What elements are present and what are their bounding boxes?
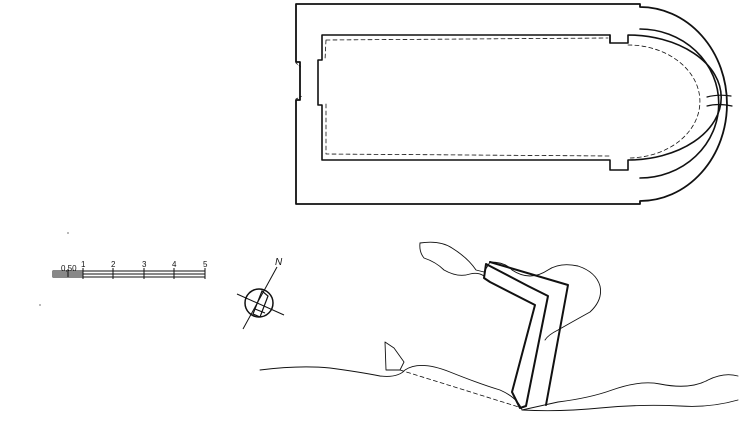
scale-label-2: 2: [111, 260, 116, 269]
apse-inner-arc: [639, 28, 720, 179]
ruin-dashed-line: [399, 369, 523, 409]
church-outer-wall: [295, 3, 728, 205]
north-label: N: [275, 257, 283, 268]
l-shaped-wall: [483, 263, 549, 409]
terrain-contour-top: [419, 241, 601, 341]
rock-fragment: [384, 341, 405, 371]
terrain-contour-left: [419, 242, 485, 277]
scale-bar: 0,50 1 2 3 4 5: [52, 260, 208, 279]
scale-label-050: 0,50: [61, 264, 77, 273]
north-arrow-axis: [242, 266, 278, 330]
north-arrow-circle: [244, 288, 274, 318]
terrain-contour-bottom: [259, 365, 739, 411]
north-arrow: N: [236, 257, 285, 330]
scale-bar-ticks: [67, 268, 206, 279]
scale-label-5: 5: [203, 260, 208, 269]
l-shaped-wall-outer: [489, 261, 569, 406]
north-arrow-needle: [252, 290, 269, 318]
church-plan: [295, 3, 733, 205]
church-inner-wall: [317, 34, 722, 171]
terrain-contour-bottom2: [521, 399, 739, 412]
west-door-dashes: [295, 62, 303, 100]
scale-label-1: 1: [81, 260, 86, 269]
church-dashed-outline: [324, 37, 701, 159]
scale-label-3: 3: [142, 260, 147, 269]
apse-door: [706, 94, 733, 107]
north-arrow-cross: [236, 293, 285, 316]
ruin-plan: [39, 232, 739, 412]
scale-label-4: 4: [172, 260, 177, 269]
